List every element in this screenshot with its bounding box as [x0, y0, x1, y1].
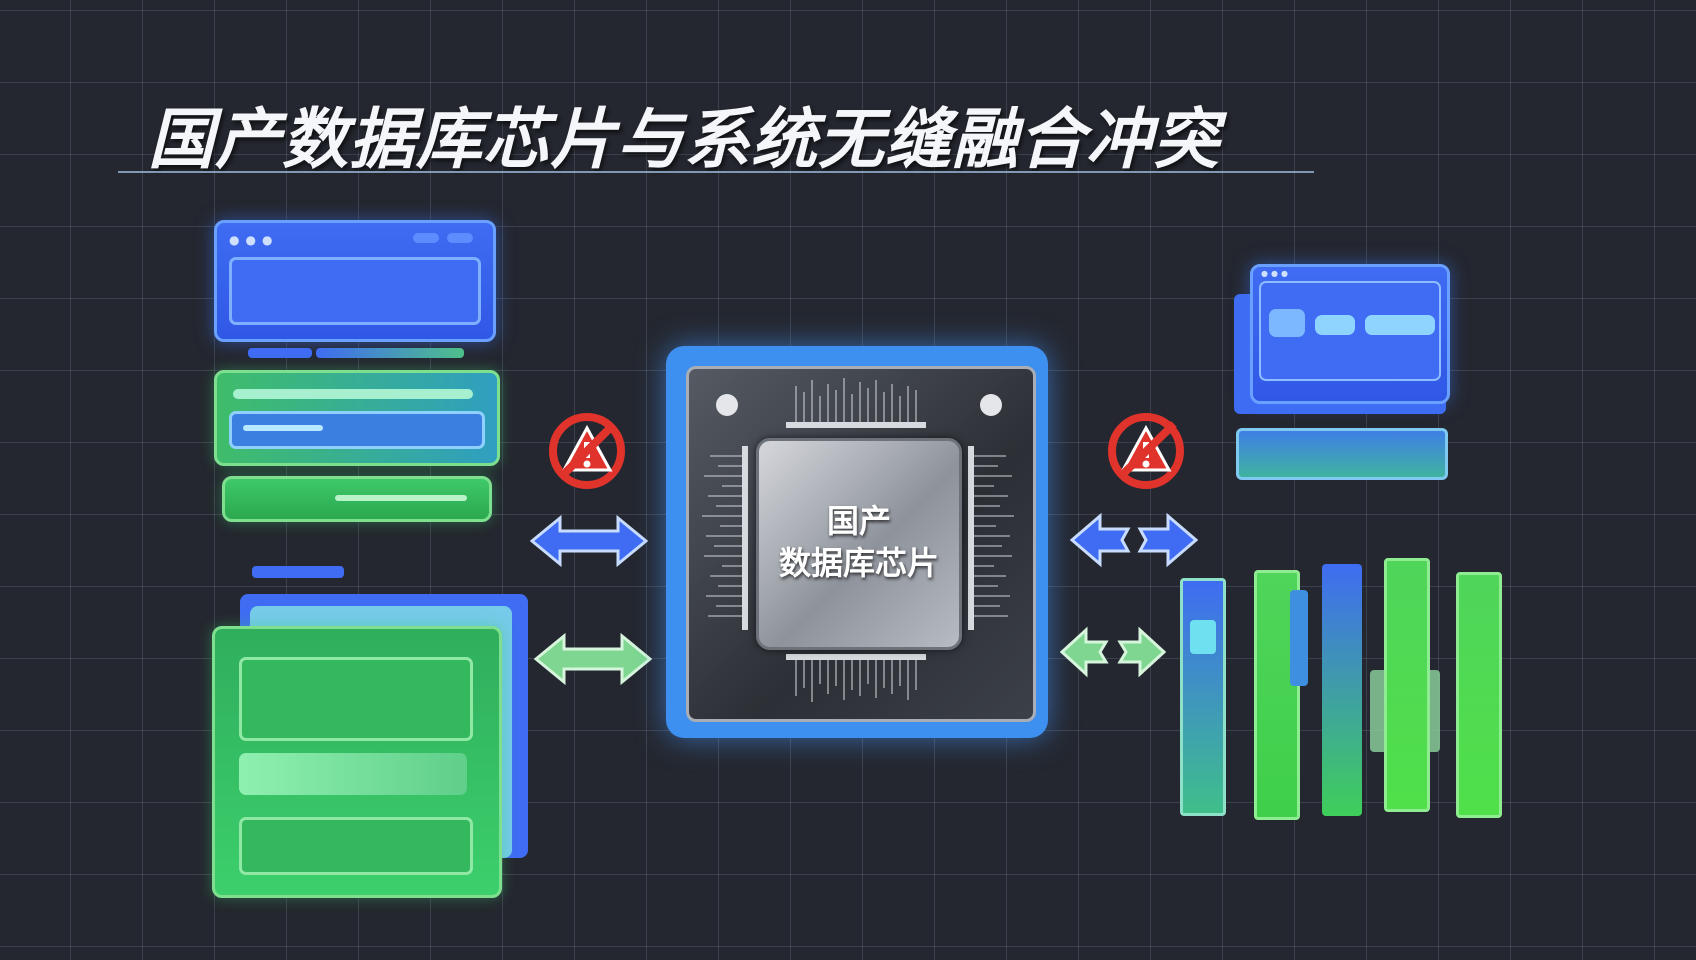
right-data-column — [1384, 558, 1430, 812]
broken-double-arrow-icon — [1060, 626, 1166, 678]
left-window-content — [229, 257, 481, 325]
left-input-panel — [222, 476, 492, 522]
title-underline — [118, 171, 1314, 173]
left-form-panel — [212, 626, 502, 898]
double-arrow-icon — [534, 632, 652, 686]
right-data-column — [1290, 590, 1308, 686]
chip-die — [756, 438, 962, 650]
left-list-panel — [214, 370, 500, 466]
chip-label-line2: 数据库芯片 — [778, 544, 939, 582]
left-window-panel: ●●● — [214, 220, 496, 342]
chip-label-line1: 国产 — [826, 502, 891, 540]
left-connector-bar — [316, 348, 464, 358]
right-data-column — [1180, 578, 1226, 816]
warning-blocked-icon — [549, 413, 625, 489]
right-data-column — [1322, 564, 1362, 816]
chip-pins — [702, 378, 1014, 702]
screw-icon — [716, 394, 738, 416]
double-arrow-icon — [530, 514, 648, 568]
right-status-bar — [1236, 428, 1448, 480]
right-data-column — [1254, 570, 1300, 820]
window-dots-icon: ●●● — [1261, 269, 1291, 278]
warning-blocked-icon — [1108, 413, 1184, 489]
left-tab-bar — [252, 566, 344, 578]
chip-label: 国产 数据库芯片 — [756, 500, 962, 584]
left-connector-bar — [248, 348, 312, 358]
screw-icon — [980, 394, 1002, 416]
right-window-panel: ●●● — [1250, 264, 1450, 404]
broken-double-arrow-icon — [1070, 512, 1198, 568]
right-data-column — [1456, 572, 1502, 818]
right-data-column — [1190, 620, 1216, 654]
page-title: 国产数据库芯片与系统无缝融合冲突 — [148, 101, 1220, 178]
window-dots-icon: ●●● — [229, 233, 279, 247]
right-window-content — [1259, 281, 1441, 381]
